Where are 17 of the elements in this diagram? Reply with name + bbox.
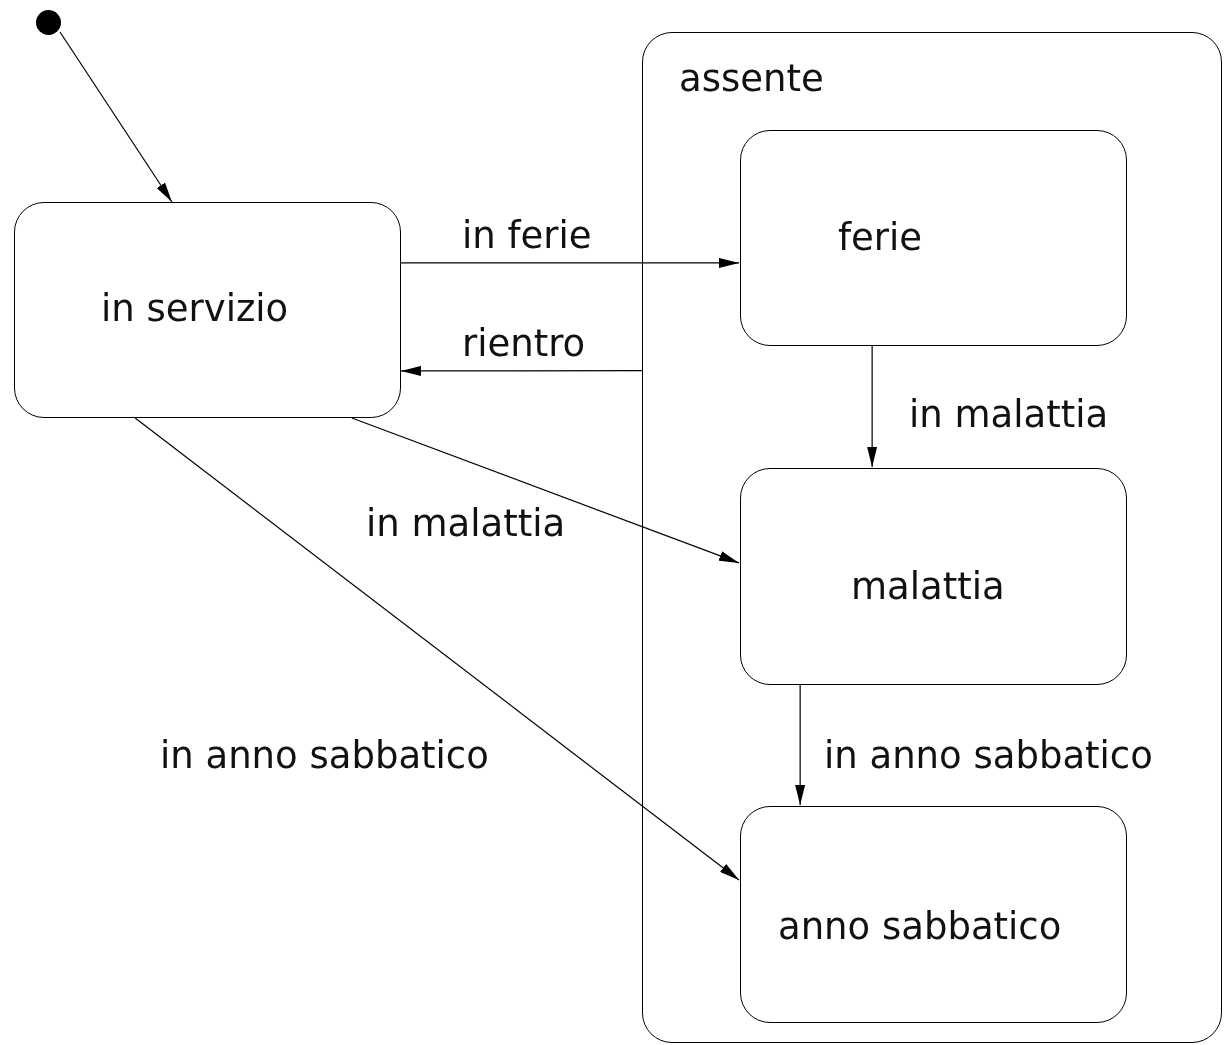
transition-arrow: [867, 344, 878, 468]
transition-arrow: [795, 683, 806, 806]
state-title: assente: [679, 57, 824, 101]
state-name: in servizio: [101, 287, 289, 331]
state-box: [740, 130, 1127, 346]
state-name: malattia: [851, 565, 1005, 609]
transition-arrow: [351, 417, 740, 564]
state-name: ferie: [838, 216, 923, 260]
state-name: anno sabbatico: [778, 905, 1062, 949]
transition-arrow: [400, 257, 740, 268]
state-box: [14, 202, 401, 418]
state-box: [740, 468, 1127, 685]
transition-arrow: [134, 417, 740, 881]
initial-state-dot: [36, 10, 61, 35]
transition-arrow: [400, 365, 643, 376]
transition-arrow: [59, 31, 173, 203]
state-box: [740, 806, 1127, 1023]
